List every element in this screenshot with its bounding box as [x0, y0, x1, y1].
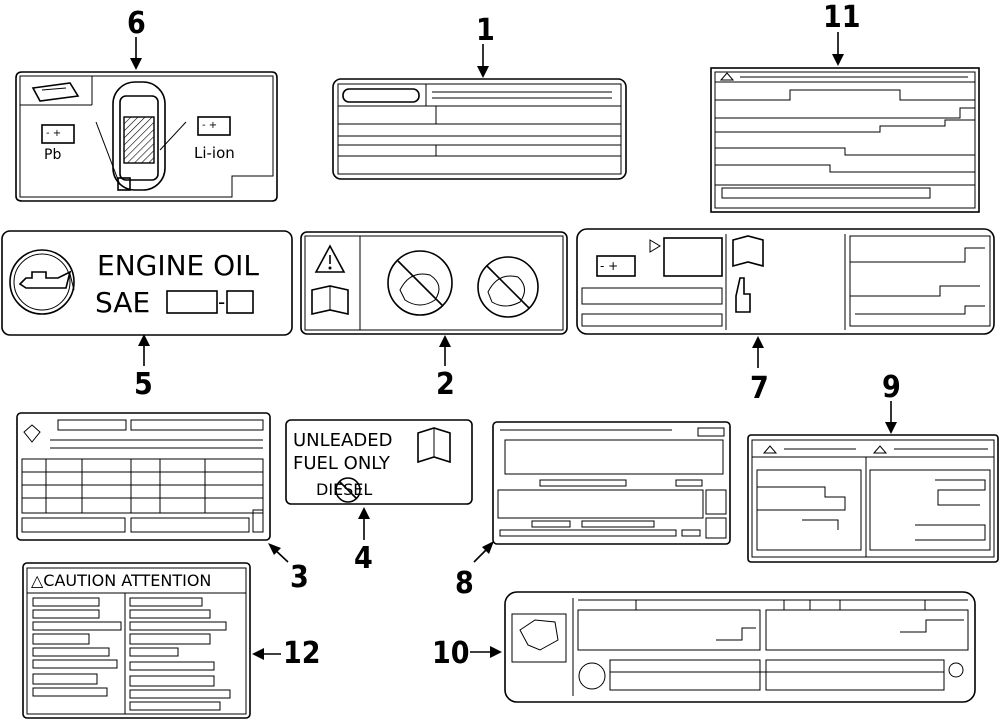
callout-6: 6: [127, 6, 146, 41]
car-top-icon: [31, 81, 187, 191]
warning-triangle-icon: [314, 244, 346, 273]
callout-4: 4: [354, 541, 373, 576]
no-child-seat-icon: [387, 250, 539, 318]
battery-icon: - +: [596, 237, 723, 277]
label-3: [16, 412, 271, 541]
callout-2: 2: [436, 367, 455, 402]
fuel-line2: FUEL ONLY: [293, 453, 391, 474]
label-2: [300, 231, 568, 335]
callout-8: 8: [455, 566, 474, 601]
label-12: △CAUTION ATTENTION: [22, 562, 251, 719]
svg-text:- +: - +: [600, 259, 618, 273]
callouts: 1 6 11 5 2 7 9 3 4 8: [127, 0, 901, 671]
callout-12: 12: [283, 636, 321, 671]
fuel-line3: DIESEL: [316, 480, 372, 499]
battery-pb-label: Pb: [44, 147, 61, 163]
callout-11: 11: [823, 0, 861, 35]
caution-title: △CAUTION ATTENTION: [31, 571, 211, 590]
fuel-line1: UNLEADED: [293, 430, 392, 451]
callout-1: 1: [476, 13, 495, 48]
battery-liion-label: Li-ion: [194, 144, 235, 162]
label-1: [332, 78, 627, 180]
label-4: UNLEADED FUEL ONLY DIESEL: [285, 419, 473, 505]
manual-book-icon: [732, 235, 764, 268]
label-8: [492, 421, 731, 545]
label-5: ENGINE OIL SAE -: [1, 230, 293, 336]
engine-oil-sep: -: [218, 290, 225, 314]
svg-text:- +: - +: [202, 120, 217, 131]
label-6: - + Pb - + Li-ion: [15, 71, 278, 202]
svg-text:- +: - +: [46, 128, 61, 139]
callout-7: 7: [750, 371, 769, 406]
callout-9: 9: [882, 370, 901, 405]
manual-book-icon: [311, 285, 349, 315]
label-9: [747, 434, 999, 563]
hand-pointer-icon: [735, 277, 751, 313]
engine-oil-title: ENGINE OIL: [97, 249, 259, 282]
label-7: - +: [576, 228, 995, 335]
callout-3: 3: [290, 560, 309, 595]
fuel-book-icon: [417, 427, 451, 464]
callout-10: 10: [432, 636, 470, 671]
oil-can-icon: [9, 249, 75, 315]
label-10: [504, 591, 976, 703]
label-11: [710, 67, 980, 213]
engine-oil-sae: SAE: [95, 286, 150, 319]
battery-icon: - + Pb - + Li-ion: [41, 116, 235, 163]
callout-5: 5: [134, 367, 153, 402]
